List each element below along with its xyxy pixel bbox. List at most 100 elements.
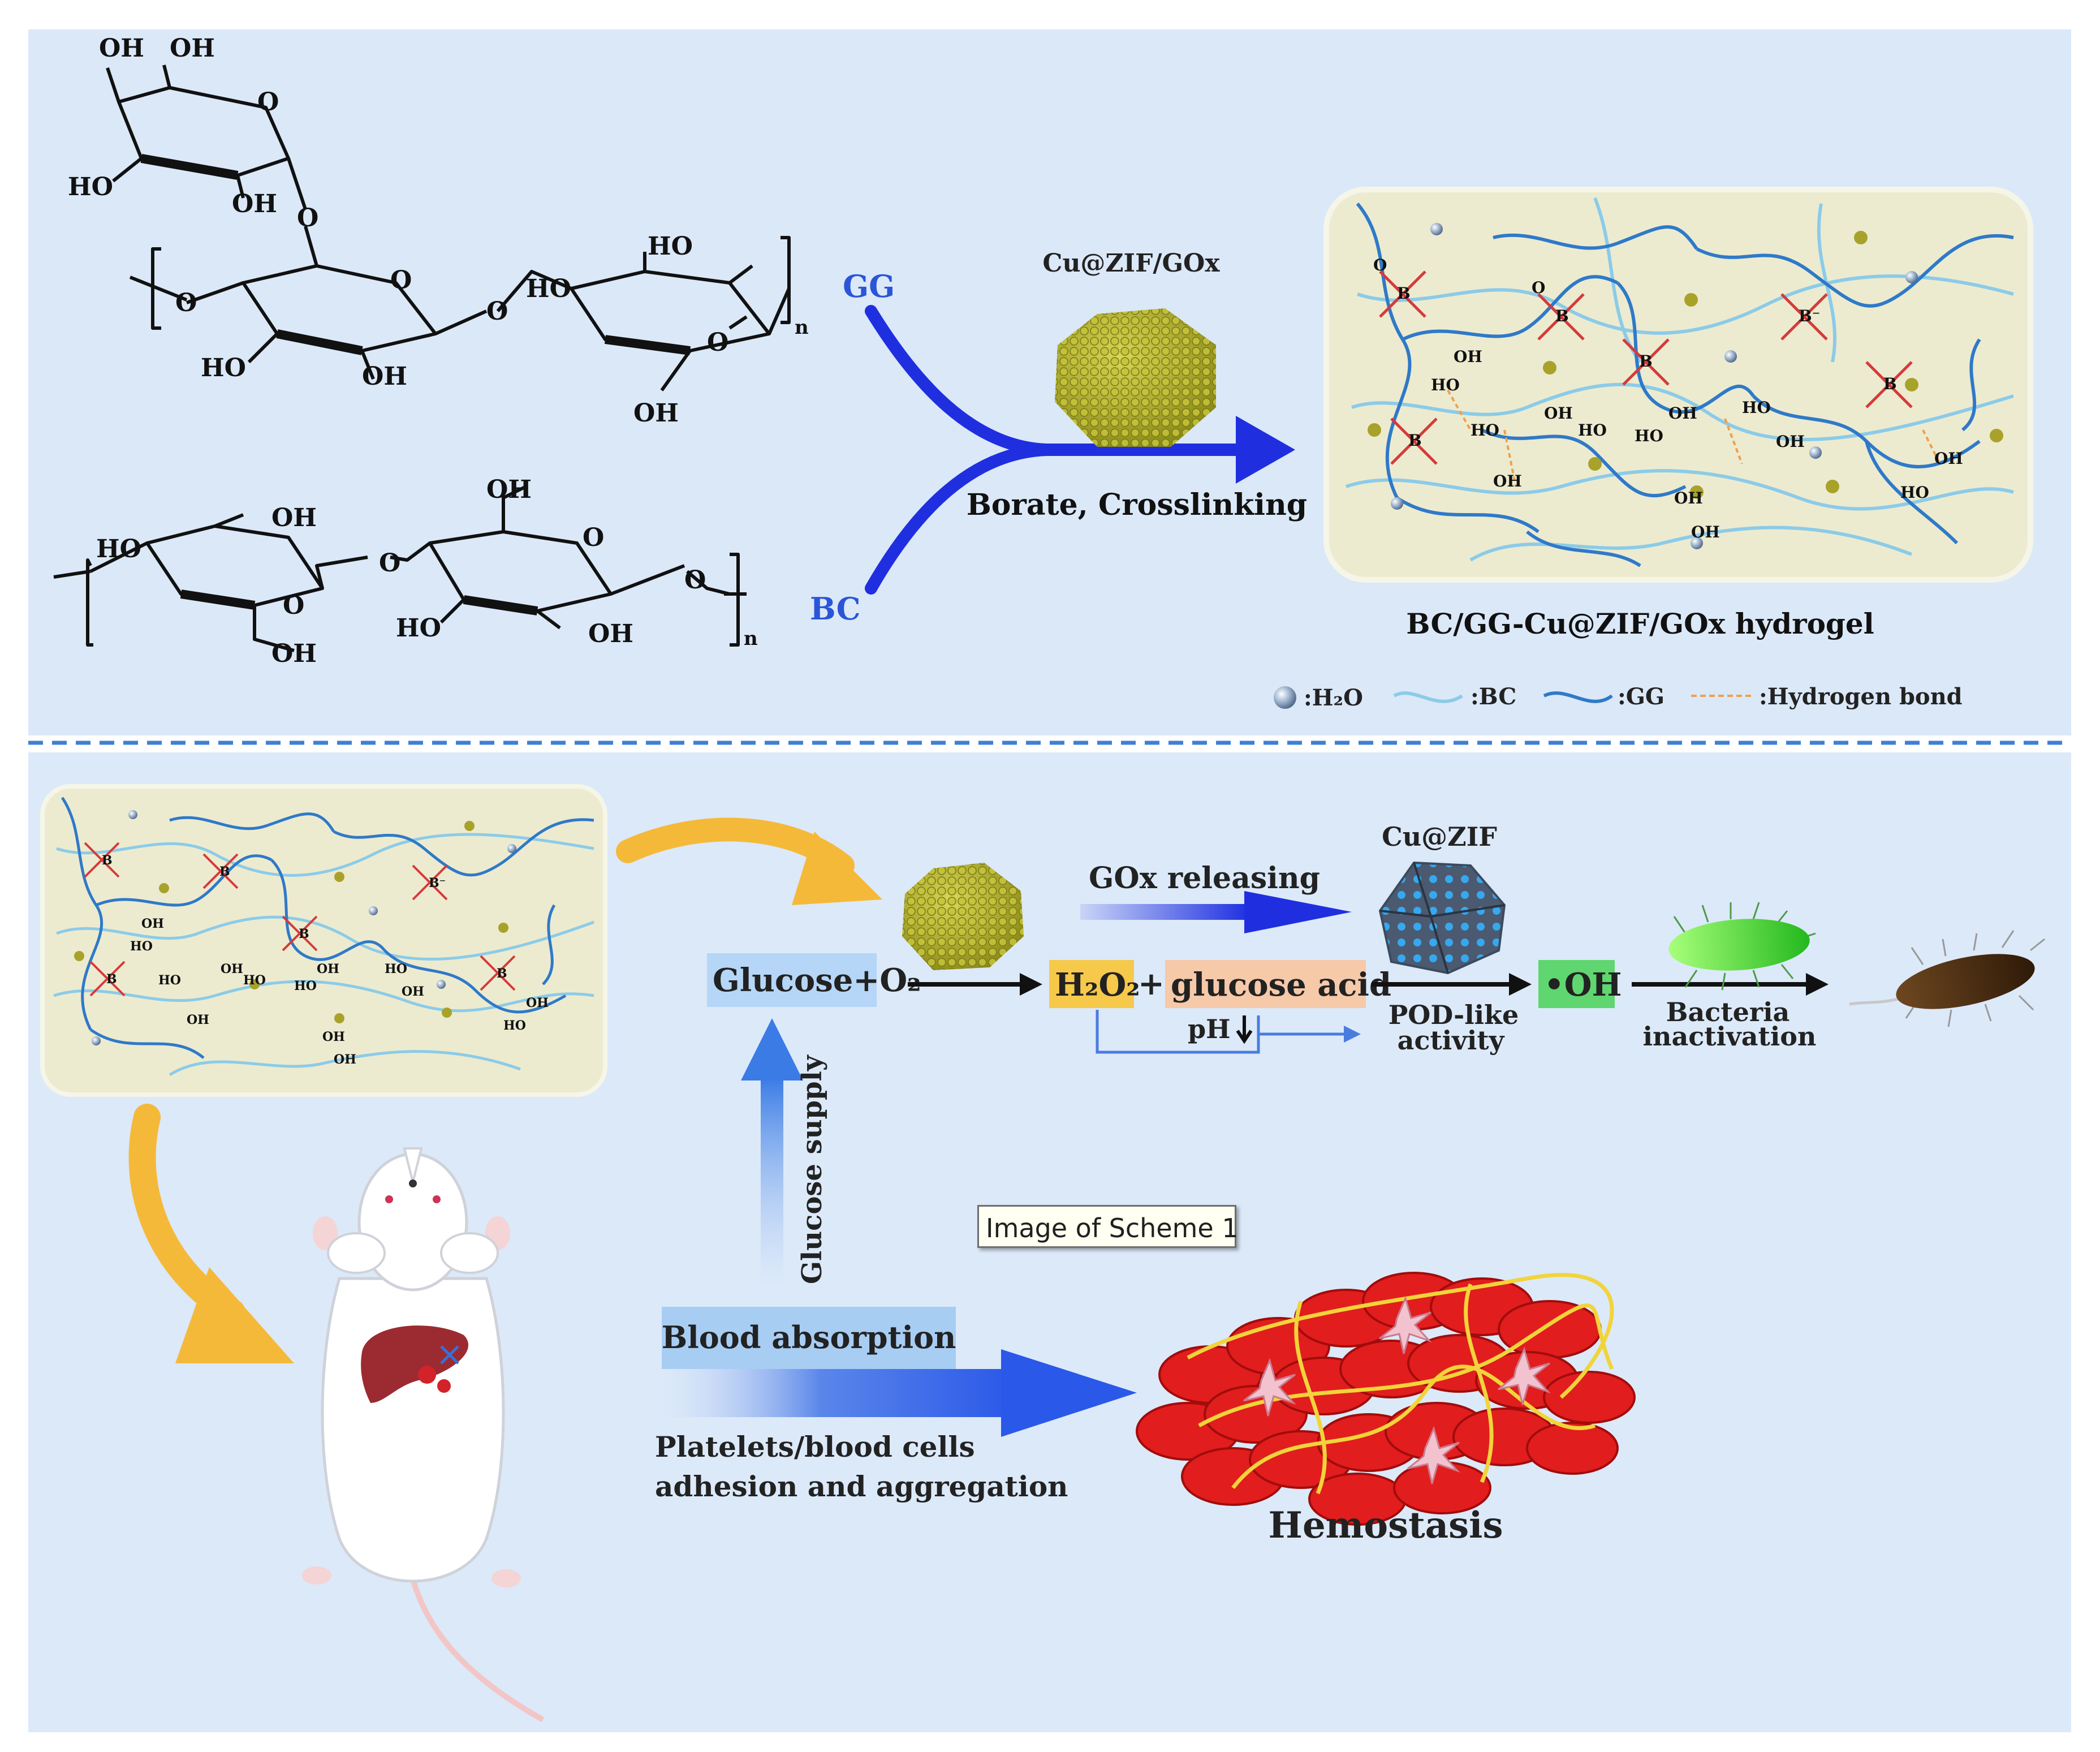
svg-text:OH: OH: [1776, 432, 1805, 451]
svg-text:B: B: [102, 853, 113, 868]
glucose-supply-label: Glucose supply: [796, 1054, 828, 1284]
svg-text:OH: OH: [232, 190, 277, 218]
gg-label: GG: [843, 268, 895, 304]
svg-text:OH: OH: [1691, 523, 1720, 541]
svg-text:O: O: [1532, 278, 1545, 297]
galactomannan-structure: [53, 64, 791, 652]
svg-text:HO: HO: [1471, 421, 1499, 440]
svg-text:HO: HO: [294, 979, 317, 993]
svg-text:HO: HO: [243, 973, 266, 988]
svg-text:O: O: [684, 566, 706, 595]
process-label: Borate, Crosslinking: [967, 488, 1307, 522]
svg-text:HO: HO: [648, 232, 693, 261]
svg-text:OH: OH: [526, 996, 549, 1010]
svg-text:OH: OH: [271, 639, 317, 668]
water-icon: [1274, 686, 1296, 709]
gox-arrow-head: [1244, 891, 1352, 933]
dead-bacterium-icon: [1849, 930, 2045, 1027]
blood-clot-cluster: [1136, 1272, 1636, 1526]
svg-text:B: B: [1397, 284, 1411, 303]
svg-text:OH: OH: [170, 34, 215, 63]
hemostasis-label: Hemostasis: [1268, 1504, 1503, 1547]
svg-text:O: O: [707, 328, 728, 357]
svg-text:OH: OH: [322, 1030, 345, 1044]
rat-illustration: [302, 1147, 545, 1723]
svg-text:HO: HO: [130, 939, 153, 954]
svg-text:B⁻: B⁻: [429, 876, 446, 890]
bc-strand-icon: [1393, 691, 1463, 703]
svg-text:B: B: [1883, 374, 1897, 393]
svg-text:OH: OH: [1668, 404, 1697, 423]
svg-text:n: n: [795, 316, 809, 339]
svg-text:OH: OH: [1934, 449, 1963, 468]
cu-zif-gox-particle: [1055, 308, 1216, 447]
svg-text:HO: HO: [1742, 398, 1771, 417]
svg-text:OH: OH: [317, 962, 339, 976]
crosslinking-arrowhead: [1236, 416, 1295, 484]
bacteria-label-2: inactivation: [1643, 1021, 1817, 1052]
svg-text:OH: OH: [221, 962, 243, 976]
catalyst-label: Cu@ZIF/GOx: [1042, 249, 1220, 278]
svg-text:OH: OH: [1674, 489, 1703, 507]
svg-text:OH: OH: [99, 34, 144, 63]
liver-icon: [361, 1325, 469, 1403]
blood-absorption-box: [662, 1307, 956, 1369]
svg-text:HO: HO: [96, 535, 141, 563]
orange-arrow-to-rat: [128, 1104, 294, 1363]
gg-strand-icon: [1543, 691, 1613, 703]
svg-text:B: B: [106, 972, 117, 987]
svg-text:n: n: [744, 627, 758, 650]
svg-text:OH: OH: [1544, 404, 1573, 423]
svg-text::BC: :BC: [1471, 683, 1516, 710]
svg-text:OH: OH: [402, 984, 424, 999]
svg-text:OH: OH: [141, 916, 164, 931]
svg-text:O: O: [175, 289, 197, 317]
svg-text:OH: OH: [1454, 347, 1482, 366]
svg-text:B: B: [299, 927, 309, 941]
svg-text:OH: OH: [486, 475, 532, 504]
svg-text:HO: HO: [1431, 376, 1460, 394]
svg-text:O: O: [1373, 256, 1387, 274]
svg-text:O: O: [390, 266, 412, 295]
svg-text:OH: OH: [334, 1052, 356, 1067]
tooltip: Image of Scheme 1: [977, 1205, 1239, 1248]
bacteria-label-1: Bacteria: [1666, 997, 1790, 1027]
blood-absorption-label: Blood absorption: [662, 1319, 956, 1355]
h2o2-label: H₂O₂: [1055, 966, 1140, 1004]
radical-label: •OH: [1544, 966, 1622, 1004]
live-bacterium-icon: [1668, 902, 1816, 991]
svg-text:HO: HO: [68, 173, 113, 201]
svg-text:B: B: [1639, 352, 1653, 371]
svg-text:HO: HO: [201, 354, 246, 382]
svg-text:HO: HO: [503, 1018, 526, 1033]
glucose-box: [707, 953, 877, 1007]
svg-text::GG: :GG: [1618, 683, 1665, 710]
svg-text:O: O: [297, 204, 318, 233]
ph-label: pH: [1188, 1014, 1231, 1044]
svg-text:OH: OH: [588, 619, 633, 648]
legend: :H₂O :BC :GG :Hydrogen bond: [1274, 683, 1963, 711]
svg-text:O: O: [257, 88, 279, 117]
bc-label: BC: [810, 591, 861, 627]
svg-text:B⁻: B⁻: [1799, 307, 1820, 325]
cu-zif-label: Cu@ZIF: [1382, 821, 1497, 852]
svg-text:HO: HO: [385, 962, 407, 976]
svg-text:OH: OH: [633, 399, 679, 428]
glucose-acid-label: glucose acid: [1171, 966, 1391, 1004]
blood-arrow-head: [1001, 1349, 1137, 1437]
platelets-label-2: adhesion and aggregation: [655, 1470, 1068, 1503]
svg-text:O: O: [283, 591, 304, 620]
glucose-supply-arrow-body: [761, 1078, 783, 1287]
svg-text:O: O: [379, 549, 400, 578]
svg-text:OH: OH: [362, 362, 407, 391]
svg-text:B: B: [1555, 307, 1569, 325]
glucose-acid-box: [1165, 960, 1366, 1008]
blood-arrow-body: [662, 1369, 1015, 1417]
glucose-supply-arrow-head: [741, 1018, 803, 1081]
svg-text:B: B: [219, 864, 230, 879]
h2o2-box: [1049, 960, 1134, 1008]
cu-zif-octahedron: [1378, 861, 1506, 975]
orange-arrow-to-particle: [616, 817, 882, 905]
structure-labels: OH OH O HO OH O O O HO OH O HO HO O OH n…: [68, 34, 809, 668]
